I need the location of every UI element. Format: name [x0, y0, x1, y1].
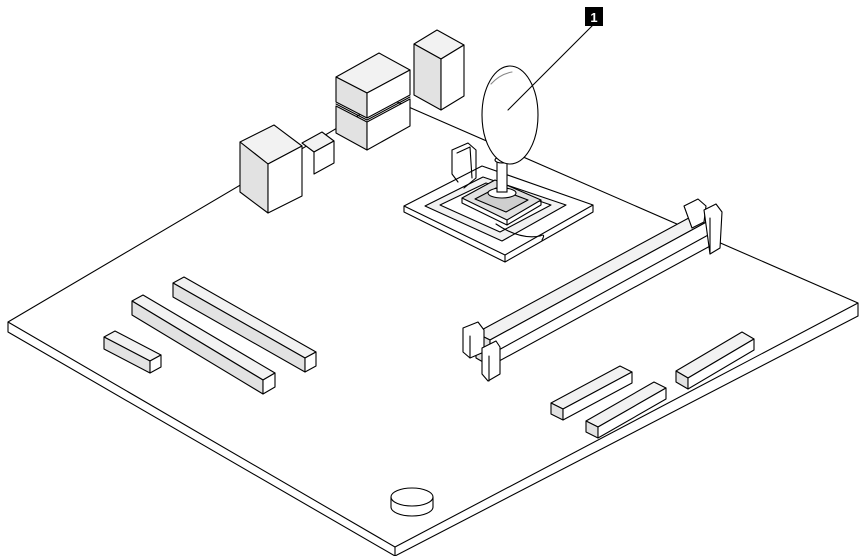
callout-box: [585, 7, 603, 26]
io-connector-middle: [335, 52, 411, 151]
io-connector-left: [239, 124, 335, 214]
motherboard-plate: [7, 97, 859, 556]
header-connector-3: [675, 331, 755, 390]
socket-retention-lever: [451, 142, 477, 189]
expansion-slot-short: [103, 330, 162, 374]
header-connector-2: [585, 381, 667, 439]
suction-cup-tool: [481, 65, 539, 199]
memory-slot: [462, 198, 723, 382]
expansion-slot-long-2: [131, 294, 276, 395]
callout-1: 1: [507, 7, 603, 111]
socket-wire: [495, 223, 545, 241]
io-connector-right: [413, 29, 465, 111]
callout-label: 1: [590, 10, 597, 25]
callout-leader-line: [507, 25, 593, 111]
expansion-slot-long-1: [172, 276, 317, 373]
cmos-battery: [390, 487, 434, 517]
header-connector-1: [550, 365, 633, 421]
